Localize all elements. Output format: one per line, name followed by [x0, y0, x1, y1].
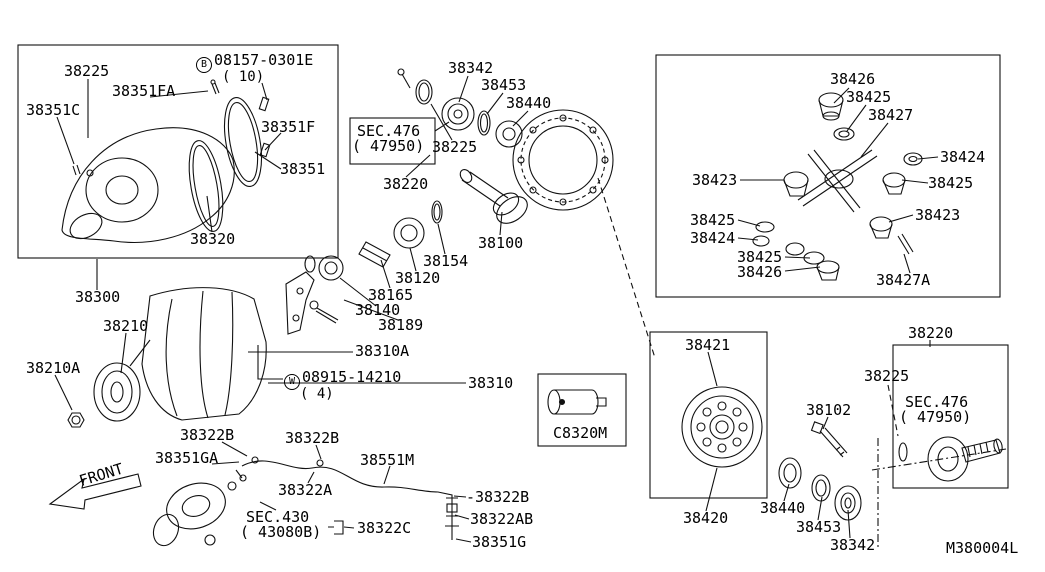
- ring-38351-drawing: [223, 97, 263, 187]
- part-label-38453-bottom: 38453: [796, 518, 842, 536]
- part-label-38310: 38310: [468, 374, 514, 392]
- part-label-38225-right: 38225: [864, 367, 910, 385]
- drawing-code: M380004L: [946, 539, 1019, 557]
- part-label-38551m: 38551M: [360, 451, 415, 469]
- leader-lines: [54, 75, 939, 543]
- circled-b-icon: B: [196, 57, 212, 73]
- part-label-38453-top: 38453: [481, 76, 527, 94]
- sec476-box-bottom-right: [892, 344, 1009, 489]
- part-label-38322b-1: 38322B: [180, 426, 235, 444]
- part-label-38165: 38165: [368, 286, 414, 304]
- part-label-38351g: 38351G: [472, 533, 527, 551]
- part-label-38425-right: 38425: [928, 174, 974, 192]
- part-label-38300: 38300: [75, 288, 121, 306]
- part-label-38342-top: 38342: [448, 59, 494, 77]
- part-label-38421: 38421: [685, 336, 731, 354]
- part-label-38210: 38210: [103, 317, 149, 335]
- part-label-38351c: 38351C: [26, 101, 81, 119]
- qty-label-08915: ( 4): [300, 386, 334, 402]
- carrier-assembly-box: [17, 44, 339, 259]
- c8320m-box: [537, 373, 627, 447]
- part-label-38225-top: 38225: [64, 62, 110, 80]
- part-label-38322b-2: 38322B: [285, 429, 340, 447]
- axle-assembly-drawing: [152, 469, 344, 547]
- part-label-38351fa: 38351FA: [112, 82, 176, 100]
- part-label-38425-left2: 38425: [690, 211, 736, 229]
- part-label-38440-top: 38440: [506, 94, 552, 112]
- part-label-38140: 38140: [355, 301, 401, 319]
- section-label-sec476-br-line2: ( 47950): [899, 408, 972, 426]
- part-label-38351: 38351: [280, 160, 326, 178]
- part-label-38322c: 38322C: [357, 519, 412, 537]
- part-label-38426-bottom: 38426: [737, 263, 783, 281]
- spider-gear-box: [655, 54, 1001, 298]
- part-label-38427: 38427: [868, 106, 914, 124]
- pinion-gear-group-drawing: [285, 68, 614, 335]
- part-label-38120: 38120: [395, 269, 441, 287]
- dashed-reference-lines: [597, 177, 1007, 548]
- part-label-38423-right2: 38423: [915, 206, 961, 224]
- part-label-38342-bottom: 38342: [830, 536, 876, 554]
- part-number-08915: 08915-14210: [302, 368, 402, 386]
- part-label-38100: 38100: [478, 234, 524, 252]
- section-label-sec430-line1: SEC.430: [246, 508, 310, 526]
- diff-case-box: [649, 331, 768, 499]
- part-label-38322a: 38322A: [278, 481, 333, 499]
- part-label-38322b-3: -38322B: [466, 488, 530, 506]
- part-label-38220-right: 38220: [908, 324, 954, 342]
- section-label-sec476-top-line1: SEC.476: [357, 122, 421, 140]
- differential-carrier-drawing: [61, 79, 271, 243]
- section-label-sec476-top-line2: ( 47950): [352, 137, 425, 155]
- part-label-38189: 38189: [378, 316, 424, 334]
- part-label-38210a: 38210A: [26, 359, 81, 377]
- part-label-38351f: 38351F: [261, 118, 316, 136]
- part-label-38426-top: 38426: [830, 70, 876, 88]
- front-arrow: [48, 473, 142, 510]
- part-label-38423-left: 38423: [692, 171, 738, 189]
- bolt-38102-drawing: [810, 421, 848, 458]
- part-label-38154: 38154: [423, 252, 469, 270]
- part-label-38420: 38420: [683, 509, 729, 527]
- c8320m-part-drawing: [547, 389, 607, 415]
- gasket-38320-drawing: [188, 140, 224, 232]
- gear-carrier-case-drawing: [67, 287, 267, 428]
- part-label-38310a: 38310A: [355, 342, 410, 360]
- part-label-38427a: 38427A: [876, 271, 931, 289]
- spider-gear-kit-drawing: [752, 92, 923, 281]
- part-label-38322ab: 38322AB: [470, 510, 534, 528]
- part-label-38424-left: 38424: [690, 229, 736, 247]
- part-label-38424-right: 38424: [940, 148, 986, 166]
- section-label-sec430-line2: ( 43080B): [240, 523, 322, 541]
- breather-tube-drawing: [241, 456, 459, 540]
- part-number-08157: 08157-0301E: [214, 51, 314, 69]
- part-label-38220-mid: 38220: [383, 175, 429, 193]
- side-bearing-group-drawing: [778, 457, 862, 521]
- part-label-38102: 38102: [806, 401, 852, 419]
- section-label-sec476-br-line1: SEC.476: [905, 393, 969, 411]
- sec476-box-top: [349, 117, 436, 165]
- part-label-c8320m: C8320M: [553, 424, 608, 442]
- part-label-38351ga: 38351GA: [155, 449, 219, 467]
- part-label-38225-mid: 38225: [432, 138, 478, 156]
- companion-flange-drawing: [898, 436, 1003, 482]
- part-label-38320: 38320: [190, 230, 236, 248]
- part-label-38440-bottom: 38440: [760, 499, 806, 517]
- part-label-38425-top: 38425: [846, 88, 892, 106]
- circled-w-icon: W: [284, 374, 300, 390]
- qty-label-08157: ( 10): [222, 69, 265, 85]
- diff-case-drawing: [681, 386, 763, 468]
- part-label-38425-mid: 38425: [737, 248, 783, 266]
